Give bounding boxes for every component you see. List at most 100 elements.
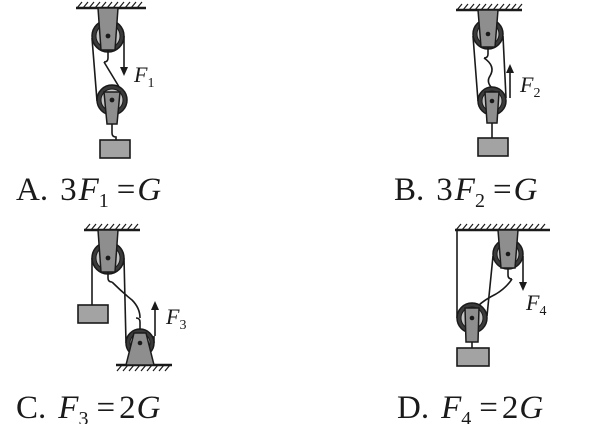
weight-block bbox=[99, 139, 131, 159]
ground-hatch bbox=[116, 364, 171, 372]
rope bbox=[111, 281, 141, 319]
force-subscript: 2 bbox=[475, 190, 485, 212]
hook bbox=[111, 124, 117, 140]
fixed-pulley bbox=[492, 229, 524, 280]
rope bbox=[91, 37, 98, 102]
option-b-caption: B. 3F2 =G bbox=[394, 172, 538, 212]
ceiling-hatch bbox=[455, 223, 546, 231]
arrow-head bbox=[506, 64, 514, 73]
pulley-housing bbox=[125, 332, 155, 366]
hook bbox=[107, 272, 113, 283]
force-symbol: F bbox=[440, 390, 462, 424]
pulley-housing bbox=[484, 91, 500, 124]
ceiling-hatch bbox=[76, 1, 143, 9]
pulley-housing bbox=[97, 229, 119, 273]
force-symbol: F bbox=[519, 72, 534, 97]
pulley-housing bbox=[464, 307, 480, 343]
ceiling-hatch bbox=[456, 3, 523, 11]
rope bbox=[486, 255, 494, 317]
force-label-f3: F3 bbox=[165, 304, 186, 333]
force-label-f2: F2 bbox=[519, 72, 540, 101]
hook bbox=[483, 47, 489, 59]
panel-c: F3 bbox=[77, 228, 186, 367]
force-subscript: 3 bbox=[179, 318, 186, 333]
force-symbol: F bbox=[525, 290, 540, 315]
hook bbox=[135, 317, 141, 329]
axle bbox=[105, 33, 111, 39]
weight-block bbox=[77, 304, 109, 324]
rhs-symbol: G bbox=[137, 172, 161, 208]
panel-b: F2 bbox=[456, 8, 540, 157]
equals-sign: = bbox=[493, 172, 512, 208]
ceiling-hatch bbox=[84, 223, 139, 231]
axle bbox=[105, 255, 111, 261]
force-symbol: F bbox=[78, 172, 100, 208]
coefficient: 3 bbox=[60, 172, 77, 208]
equals-sign: = bbox=[479, 390, 498, 424]
force-symbol: F bbox=[165, 304, 180, 329]
coefficient: 3 bbox=[436, 172, 453, 208]
ground-pulley bbox=[125, 317, 155, 366]
weight-block bbox=[456, 347, 490, 367]
force-label-f1: F1 bbox=[133, 62, 154, 91]
force-arrow-f4 bbox=[519, 266, 527, 291]
fixed-pulley bbox=[91, 7, 125, 63]
pulley-housing bbox=[97, 7, 119, 51]
pulley-housing bbox=[103, 91, 121, 125]
rope bbox=[472, 35, 479, 102]
pulley-housing bbox=[477, 9, 499, 48]
option-a-caption: A. 3F1 =G bbox=[16, 172, 161, 212]
rope bbox=[483, 57, 493, 89]
option-d-caption: D. F4 =2G bbox=[397, 390, 543, 424]
weight-block bbox=[477, 137, 509, 157]
rope bbox=[477, 278, 513, 307]
coefficient: 2 bbox=[502, 390, 519, 424]
force-arrow-f2 bbox=[506, 64, 514, 98]
force-subscript: 4 bbox=[461, 408, 471, 424]
fixed-pulley bbox=[472, 9, 504, 59]
rhs-symbol: G bbox=[514, 172, 538, 208]
movable-pulley bbox=[96, 84, 128, 140]
force-subscript: 1 bbox=[99, 190, 109, 212]
equals-sign: = bbox=[96, 390, 115, 424]
panel-a: F1 bbox=[76, 6, 154, 159]
force-label-f4: F4 bbox=[525, 290, 546, 319]
axle bbox=[489, 98, 495, 104]
movable-pulley bbox=[456, 302, 488, 348]
force-arrow-f3 bbox=[151, 301, 159, 336]
rhs-symbol: G bbox=[519, 390, 543, 424]
force-subscript: 3 bbox=[78, 408, 88, 424]
axle bbox=[109, 97, 115, 103]
arrow-head bbox=[120, 67, 128, 76]
option-letter: A. bbox=[16, 172, 48, 208]
axle bbox=[137, 340, 143, 346]
force-arrow-f1 bbox=[120, 50, 128, 76]
coefficient: 2 bbox=[119, 390, 136, 424]
force-subscript: 4 bbox=[539, 304, 546, 319]
rhs-symbol: G bbox=[137, 390, 161, 424]
equals-sign: = bbox=[117, 172, 136, 208]
pulley-housing bbox=[497, 229, 519, 269]
option-letter: D. bbox=[397, 390, 429, 424]
rope bbox=[502, 35, 507, 99]
axle bbox=[485, 31, 491, 37]
option-letter: B. bbox=[394, 172, 424, 208]
movable-pulley bbox=[477, 86, 507, 138]
force-subscript: 1 bbox=[147, 76, 154, 91]
fixed-pulley bbox=[91, 229, 125, 283]
arrow-head bbox=[151, 301, 159, 310]
force-symbol: F bbox=[133, 62, 148, 87]
panel-d: F4 bbox=[455, 228, 550, 367]
hook bbox=[103, 50, 109, 63]
option-c-caption: C. F3 =2G bbox=[16, 390, 161, 424]
axle bbox=[505, 251, 511, 257]
rope bbox=[123, 257, 127, 344]
arrow-head bbox=[519, 282, 527, 291]
force-symbol: F bbox=[57, 390, 79, 424]
force-subscript: 2 bbox=[533, 86, 540, 101]
option-letter: C. bbox=[16, 390, 46, 424]
hook bbox=[507, 268, 513, 280]
force-symbol: F bbox=[454, 172, 476, 208]
axle bbox=[469, 315, 475, 321]
